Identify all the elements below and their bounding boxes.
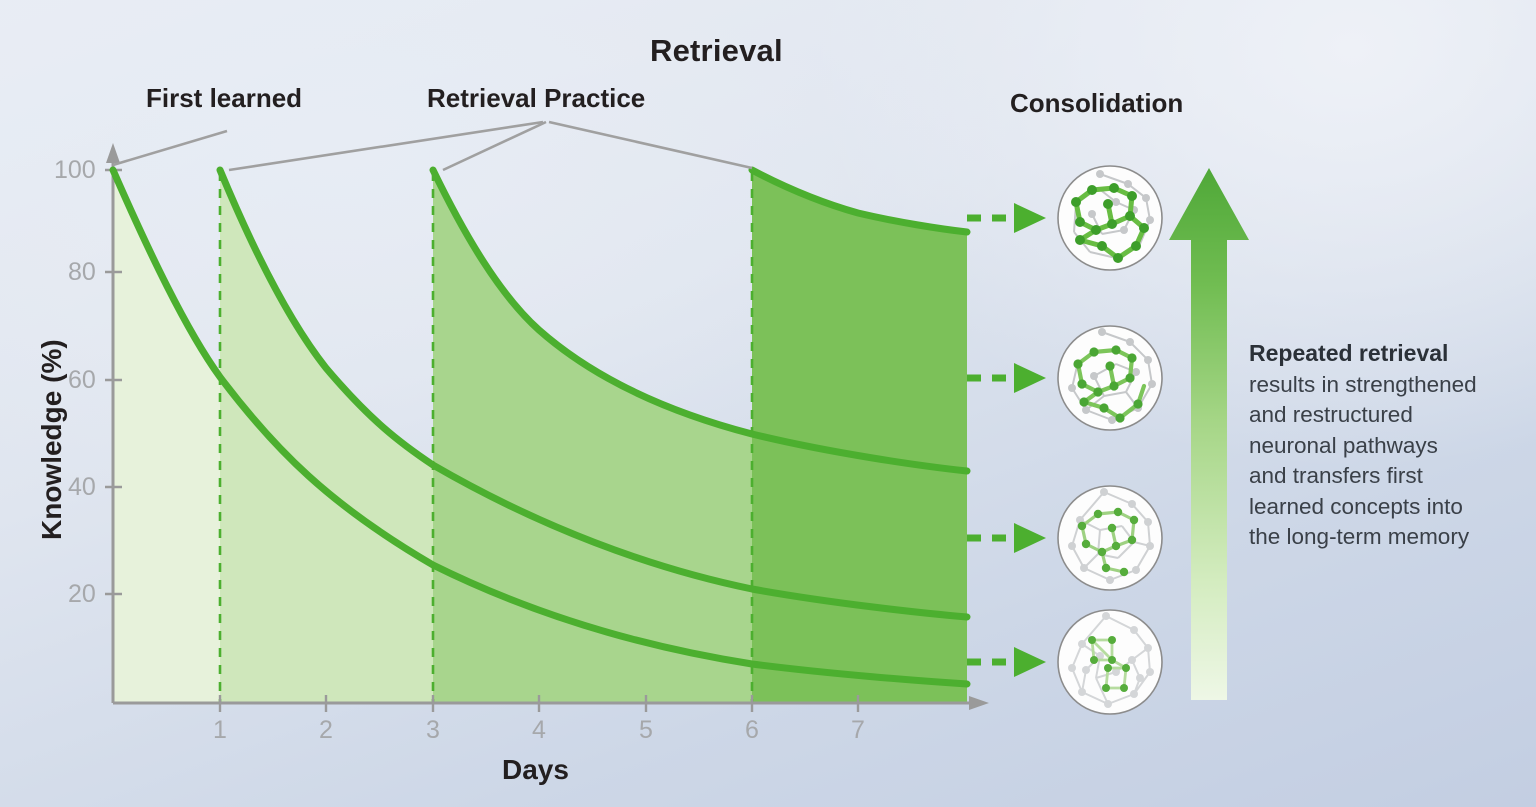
event-dashed-lines — [218, 172, 754, 703]
curve-series-3 — [429, 166, 971, 475]
x-tick-label-5: 5 — [639, 716, 653, 744]
network-medium — [1057, 485, 1163, 591]
chart-bands — [113, 170, 967, 703]
desc-line-6: the long-term memory — [1249, 524, 1470, 549]
network-strong — [1057, 325, 1163, 431]
consolidation-description-heading: Repeated retrieval — [1249, 340, 1449, 366]
band-level-4 — [752, 170, 967, 703]
consolidation-arrow — [1169, 168, 1249, 700]
network-weak — [1057, 609, 1163, 715]
y-tick-label-40: 40 — [68, 473, 96, 501]
transfer-arrowhead-1 — [1014, 203, 1046, 233]
desc-line-5: learned concepts into — [1249, 493, 1463, 519]
y-tick-label-20: 20 — [68, 580, 96, 608]
x-tick-label-6: 6 — [745, 716, 759, 744]
label-consolidation: Consolidation — [1010, 88, 1184, 118]
curve-series-1 — [109, 166, 971, 688]
y-axis-arrowhead — [106, 143, 120, 163]
network-strongest — [1057, 165, 1163, 271]
label-first-learned: First learned — [146, 83, 303, 113]
curve-series-4 — [748, 166, 971, 236]
leader-first-learned — [112, 129, 228, 167]
x-tick-label-1: 1 — [213, 716, 227, 744]
x-tick-label-3: 3 — [426, 716, 440, 744]
transfer-arrowhead-2 — [1014, 363, 1046, 393]
leader-rp-1 — [228, 120, 544, 172]
x-tick-label-4: 4 — [532, 716, 546, 744]
y-tick-label-100: 100 — [54, 156, 96, 184]
memory-networks — [1057, 165, 1163, 715]
transfer-arrowhead-3 — [1014, 523, 1046, 553]
desc-line-2: and restructured — [1249, 402, 1413, 427]
desc-line-1: results in strengthened — [1249, 371, 1477, 397]
transfer-arrowhead-4 — [1014, 647, 1046, 677]
desc-line-4: and transfers first — [1249, 463, 1423, 488]
transfer-arrows — [967, 203, 1046, 677]
y-axis-title: Knowledge (%) — [36, 339, 67, 540]
x-axis-arrowhead — [969, 696, 989, 710]
curve-series-2 — [216, 166, 971, 621]
leader-rp-2 — [442, 120, 547, 172]
axes — [105, 143, 989, 712]
forgetting-curves — [109, 166, 971, 688]
y-tick-label-80: 80 — [68, 258, 96, 286]
leader-lines — [112, 120, 753, 172]
y-tick-label-60: 60 — [68, 366, 96, 394]
band-level-2 — [220, 170, 967, 703]
x-tick-label-7: 7 — [851, 716, 865, 744]
x-tick-label-2: 2 — [319, 716, 333, 744]
x-axis-ticks — [218, 695, 860, 712]
label-retrieval-practice: Retrieval Practice — [427, 83, 646, 113]
up-arrow-shape — [1169, 168, 1249, 700]
x-axis-title: Days — [502, 754, 569, 785]
consolidation-description: Repeated retrieval results in strengthen… — [1249, 338, 1529, 553]
page-title: Retrieval — [650, 33, 783, 68]
leader-rp-3 — [548, 120, 753, 170]
desc-line-3: neuronal pathways — [1249, 432, 1438, 458]
